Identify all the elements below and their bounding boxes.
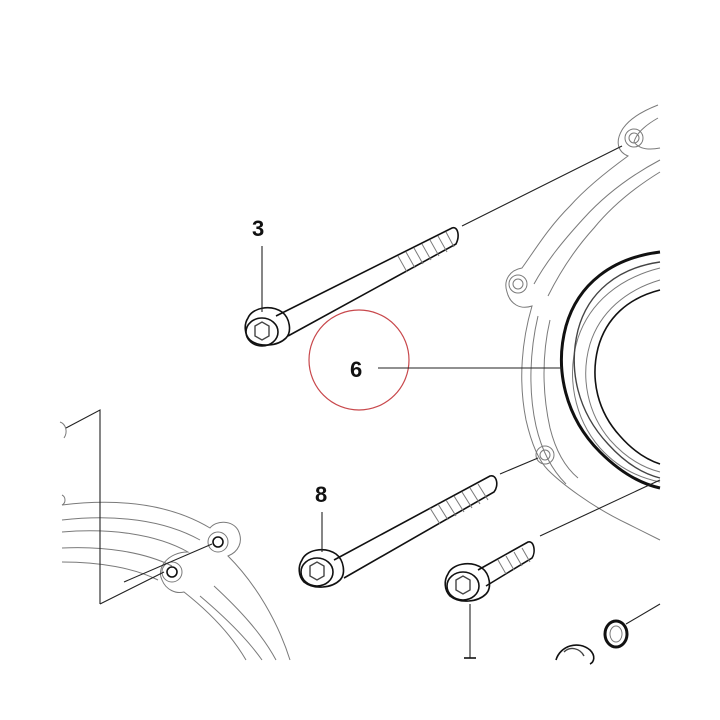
bolt-3 bbox=[244, 145, 623, 347]
lower-bracket bbox=[65, 409, 213, 605]
small-parts bbox=[555, 603, 661, 665]
bolt-8 bbox=[298, 457, 539, 588]
svg-text:6: 6 bbox=[350, 357, 362, 382]
callout-8: 8 bbox=[315, 482, 327, 552]
svg-text:8: 8 bbox=[315, 482, 327, 507]
svg-text:3: 3 bbox=[252, 216, 264, 241]
callout-6: 6 bbox=[308, 309, 562, 411]
highlight-circle bbox=[308, 309, 410, 411]
callout-3: 3 bbox=[252, 216, 264, 312]
short-bolt bbox=[444, 479, 661, 659]
lower-housing bbox=[59, 421, 291, 661]
housing-cover bbox=[505, 104, 661, 541]
seal-ring bbox=[559, 250, 661, 490]
